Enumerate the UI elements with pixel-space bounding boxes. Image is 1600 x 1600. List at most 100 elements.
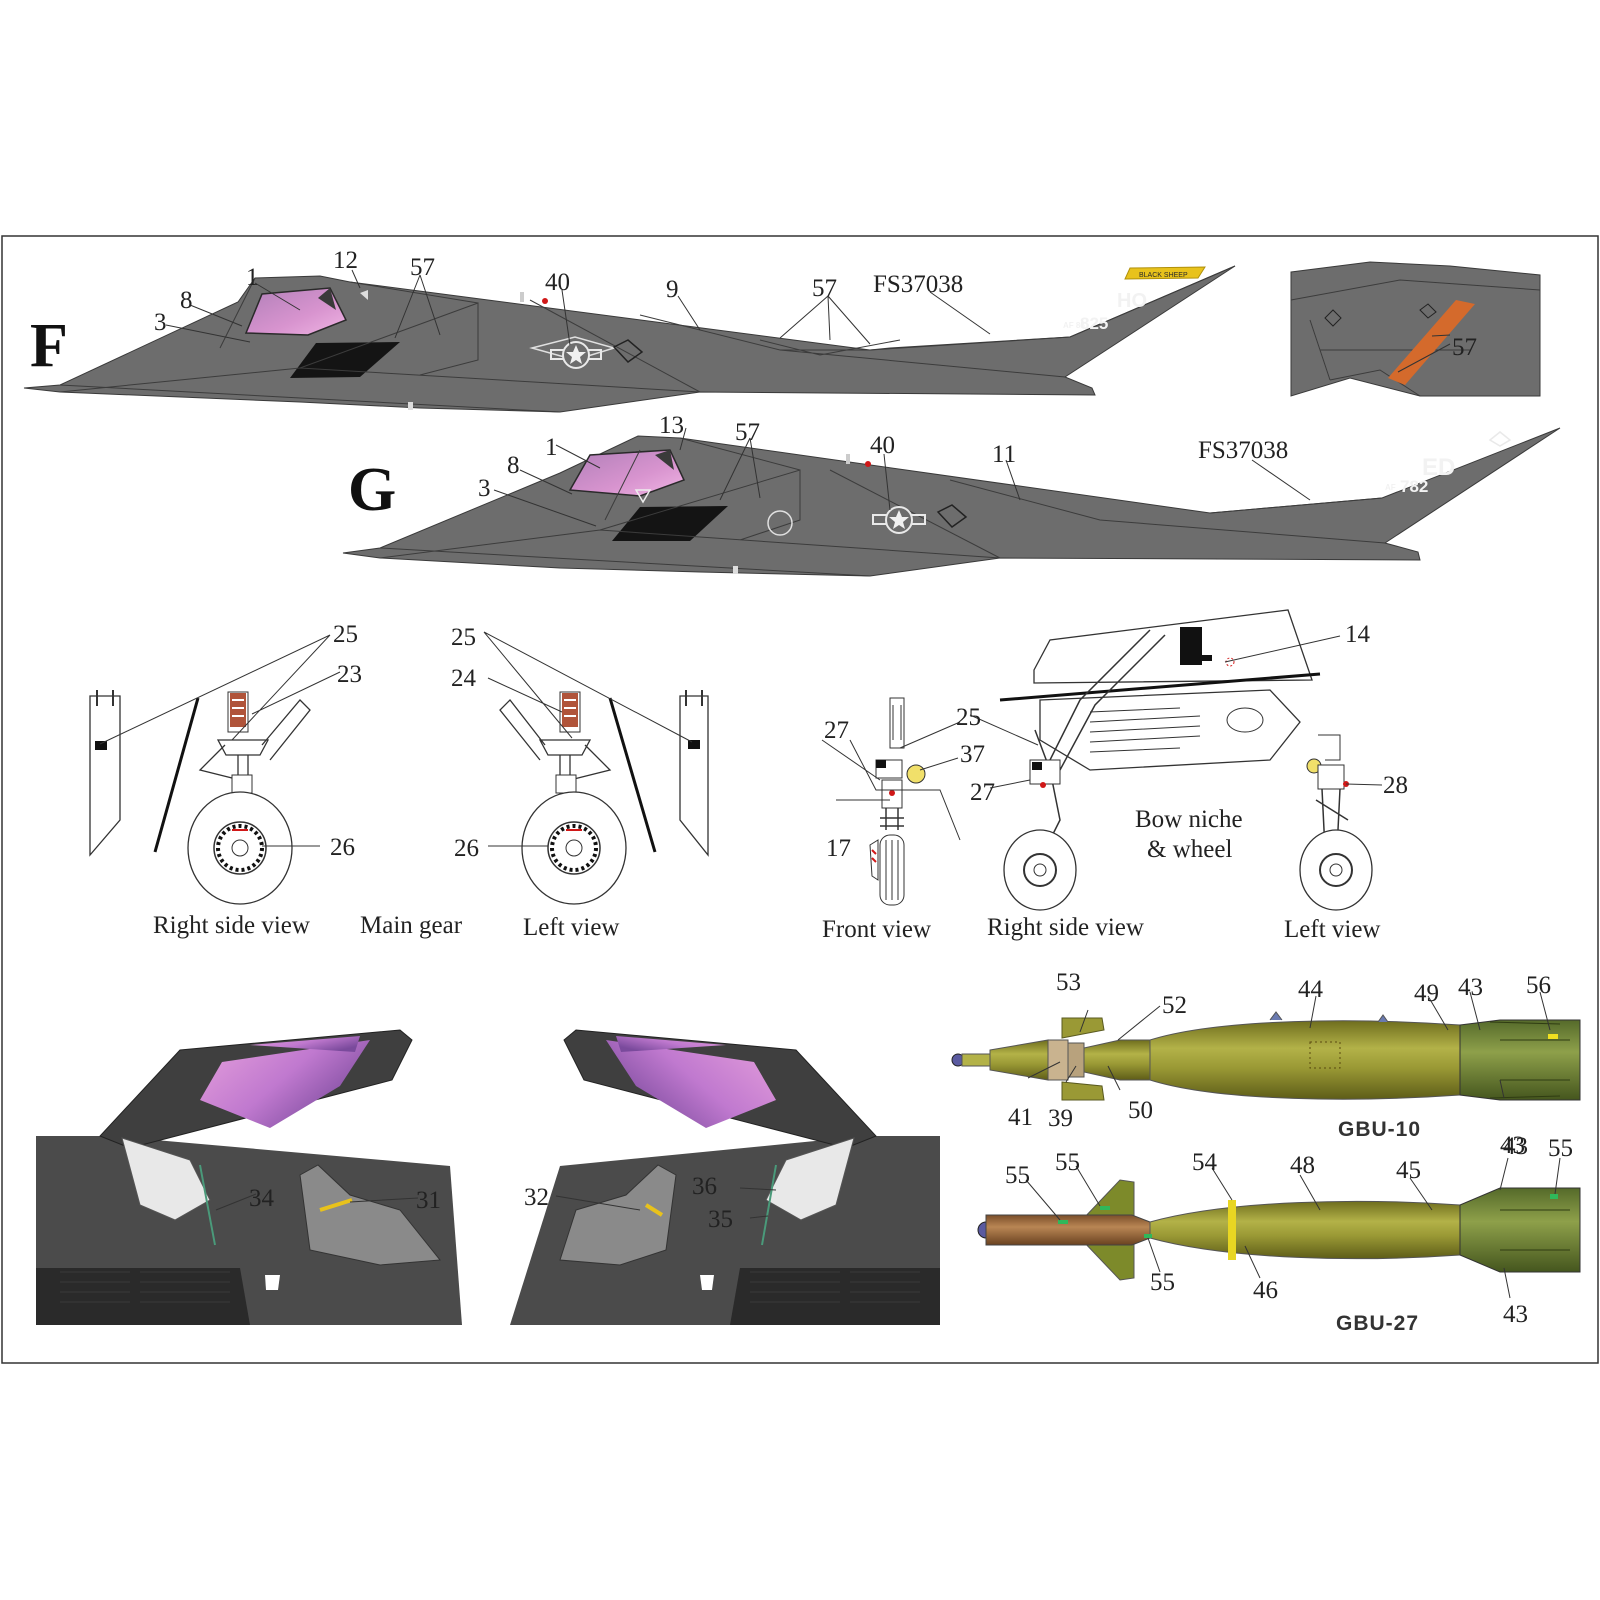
- profile-g: G ED AF 782 1 3 8 13 57 40 11 FS37038: [342, 412, 1561, 577]
- callout: 48: [1290, 1152, 1315, 1179]
- tail-detail-inset: 57: [1290, 261, 1541, 397]
- intake-grill: [612, 506, 728, 541]
- profile-letter: G: [348, 456, 396, 524]
- callout: 25: [451, 624, 476, 651]
- gbu-10: 53 52 44 49 43 56 41 39 50 43 GBU-10: [951, 969, 1581, 1160]
- bow-label-line1: Bow niche: [1135, 806, 1243, 833]
- callout: 25: [333, 621, 358, 648]
- callout: 12: [333, 247, 358, 274]
- bomb-name: GBU-10: [1338, 1118, 1421, 1141]
- callout: 23: [337, 661, 362, 688]
- caption-main-gear-left: Left view: [523, 914, 619, 941]
- callout: 52: [1162, 992, 1187, 1019]
- callout: 17: [826, 835, 851, 862]
- bomb-name: GBU-27: [1336, 1312, 1419, 1335]
- fin-band: [1124, 266, 1206, 280]
- callout: 32: [524, 1184, 549, 1211]
- callouts-g: 1 3 8 13 57 40 11 FS37038: [478, 412, 1311, 527]
- gear-door: [679, 695, 709, 857]
- callout: 53: [1056, 969, 1081, 996]
- seeker: [985, 1214, 1151, 1246]
- canopy-glass: [200, 1040, 370, 1128]
- callout: 11: [992, 441, 1016, 468]
- profile-letter: F: [30, 312, 68, 380]
- caption-nose-left: Left view: [1284, 916, 1380, 943]
- callout: 8: [507, 452, 520, 479]
- orange-stripe: [1388, 300, 1475, 385]
- callout: 57: [410, 254, 435, 281]
- callout: 43: [1500, 1132, 1525, 1159]
- caption-main-gear: Main gear: [360, 912, 463, 939]
- serial-small: AF: [1385, 483, 1396, 492]
- callout: 31: [416, 1187, 441, 1214]
- callout: 1: [545, 434, 558, 461]
- fs-code: FS37038: [1198, 437, 1288, 464]
- serial-small: AF 85: [1063, 321, 1085, 330]
- callout: 49: [1414, 980, 1439, 1007]
- callout: 55: [1055, 1149, 1080, 1176]
- callout: 43: [1503, 1133, 1528, 1160]
- callout: 55: [1150, 1269, 1175, 1296]
- serial-number: 825: [1080, 314, 1108, 333]
- serial-number: 782: [1400, 477, 1428, 496]
- nose-gear-left: [1299, 734, 1373, 911]
- callout: 14: [1345, 621, 1371, 648]
- callout: 24: [451, 665, 477, 692]
- callout: 57: [1452, 334, 1477, 361]
- callout: 28: [1383, 772, 1408, 799]
- callout: 27: [824, 717, 849, 744]
- caption-nose-front: Front view: [822, 916, 931, 943]
- national-insignia: [872, 506, 926, 534]
- tail-code: ED: [1422, 454, 1455, 481]
- callout: 37: [960, 741, 985, 768]
- squadron-emblem: [767, 510, 793, 536]
- callout: 34: [249, 1185, 275, 1212]
- callout: 40: [870, 432, 895, 459]
- callout: 45: [1396, 1157, 1421, 1184]
- callout: 25: [956, 704, 981, 731]
- callout: 57: [812, 275, 837, 302]
- callout: 3: [478, 475, 491, 502]
- callout: 26: [330, 834, 355, 861]
- callout: 43: [1458, 974, 1483, 1001]
- callout: 39: [1048, 1105, 1073, 1132]
- main-gear-right: [187, 691, 311, 905]
- fs-code: FS37038: [873, 271, 963, 298]
- callout: 13: [659, 412, 684, 439]
- callout: 9: [666, 276, 679, 303]
- tail-code: HO: [1117, 290, 1147, 312]
- callout: 54: [1192, 1149, 1218, 1176]
- callout: 1: [246, 264, 259, 291]
- main-gear-left: [499, 691, 627, 905]
- callout: 55: [1548, 1135, 1573, 1162]
- callout: 8: [180, 287, 193, 314]
- callout: 35: [708, 1206, 733, 1233]
- fin-band-text: BLACK SHEEP: [1139, 272, 1188, 279]
- nose-gear-front: [849, 697, 961, 906]
- callouts-f: 1 3 8 12 57 40 9 57 FS37038: [154, 247, 991, 346]
- callout: 50: [1128, 1097, 1153, 1124]
- cockpit-detail-right: 34 31: [36, 1029, 462, 1325]
- gear-door: [89, 695, 121, 857]
- callout: 55: [1005, 1162, 1030, 1189]
- callout: 26: [454, 835, 479, 862]
- callout: 41: [1008, 1104, 1033, 1131]
- callout: 27: [970, 779, 995, 806]
- canopy-glass: [606, 1040, 776, 1128]
- main-gear-section: 25 23 26 Right side view Main gear 25 24…: [89, 621, 709, 941]
- callout: 46: [1253, 1277, 1278, 1304]
- callout: 36: [692, 1173, 717, 1200]
- bow-label-line2: & wheel: [1147, 836, 1232, 863]
- gbu-27: 55 55 54 48 45 43 55 55 46 43 GBU-27: [977, 1132, 1581, 1335]
- callout: 43: [1503, 1301, 1528, 1328]
- callout: 44: [1298, 976, 1324, 1003]
- callout: 40: [545, 269, 570, 296]
- caption-nose-right: Right side view: [987, 914, 1144, 941]
- callout: 3: [154, 309, 167, 336]
- nose-gear-section: 27 17 Front view 14 25 37 27 Bow niche: [821, 609, 1408, 943]
- national-insignia: [550, 341, 602, 369]
- callout: 57: [735, 419, 760, 446]
- caption-main-gear-right: Right side view: [153, 912, 310, 939]
- cockpit-detail-left: 32 36 35: [510, 1029, 940, 1325]
